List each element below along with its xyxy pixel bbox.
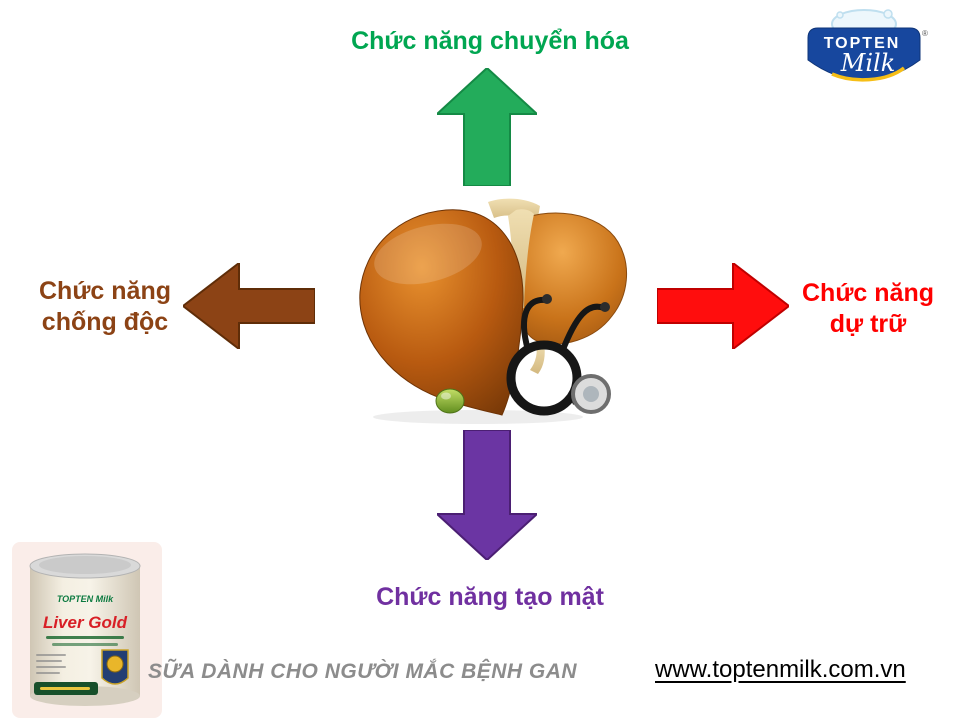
can-brand-text: TOPTEN Milk (57, 594, 114, 604)
arrow-left-icon (183, 263, 315, 349)
product-tagline: SỮA DÀNH CHO NGƯỜI MẮC BỆNH GAN (148, 660, 578, 683)
arrow-up-icon (437, 68, 537, 186)
can-shield-emblem (101, 649, 129, 685)
logo-top-text: TOPTEN (824, 35, 901, 52)
arrow-down-shape (437, 430, 537, 560)
arrow-down-icon (437, 430, 537, 560)
registered-mark: ® (922, 29, 928, 38)
label-bile-function: Chức năng tạo mật (376, 583, 604, 611)
liver-illustration (359, 198, 628, 424)
label-detox-function: Chức năng chống độc (39, 277, 171, 336)
liver-shadow (373, 410, 583, 424)
website-link[interactable]: www.toptenmilk.com.vn (655, 656, 906, 683)
label-storage-function: Chức năng dự trữ (802, 279, 934, 338)
topten-milk-logo: TOPTEN Milk ® (807, 9, 928, 82)
arrow-right-shape (657, 263, 789, 349)
arrow-up-shape (437, 68, 537, 186)
arrow-left-shape (183, 263, 315, 349)
arrow-right-icon (657, 263, 789, 349)
gallbladder (435, 388, 465, 414)
can-bottom-band (34, 682, 98, 695)
label-metabolism-function: Chức năng chuyển hóa (351, 27, 629, 55)
logo-script-text: Milk (840, 49, 895, 77)
liver-body (359, 198, 628, 416)
can-fine-print (36, 636, 124, 674)
can-product-name: Liver Gold (43, 613, 128, 632)
stethoscope-icon (506, 294, 611, 416)
logo-swoosh (831, 66, 906, 82)
liver-gold-can-image: TOPTEN Milk Liver Gold (12, 542, 162, 718)
